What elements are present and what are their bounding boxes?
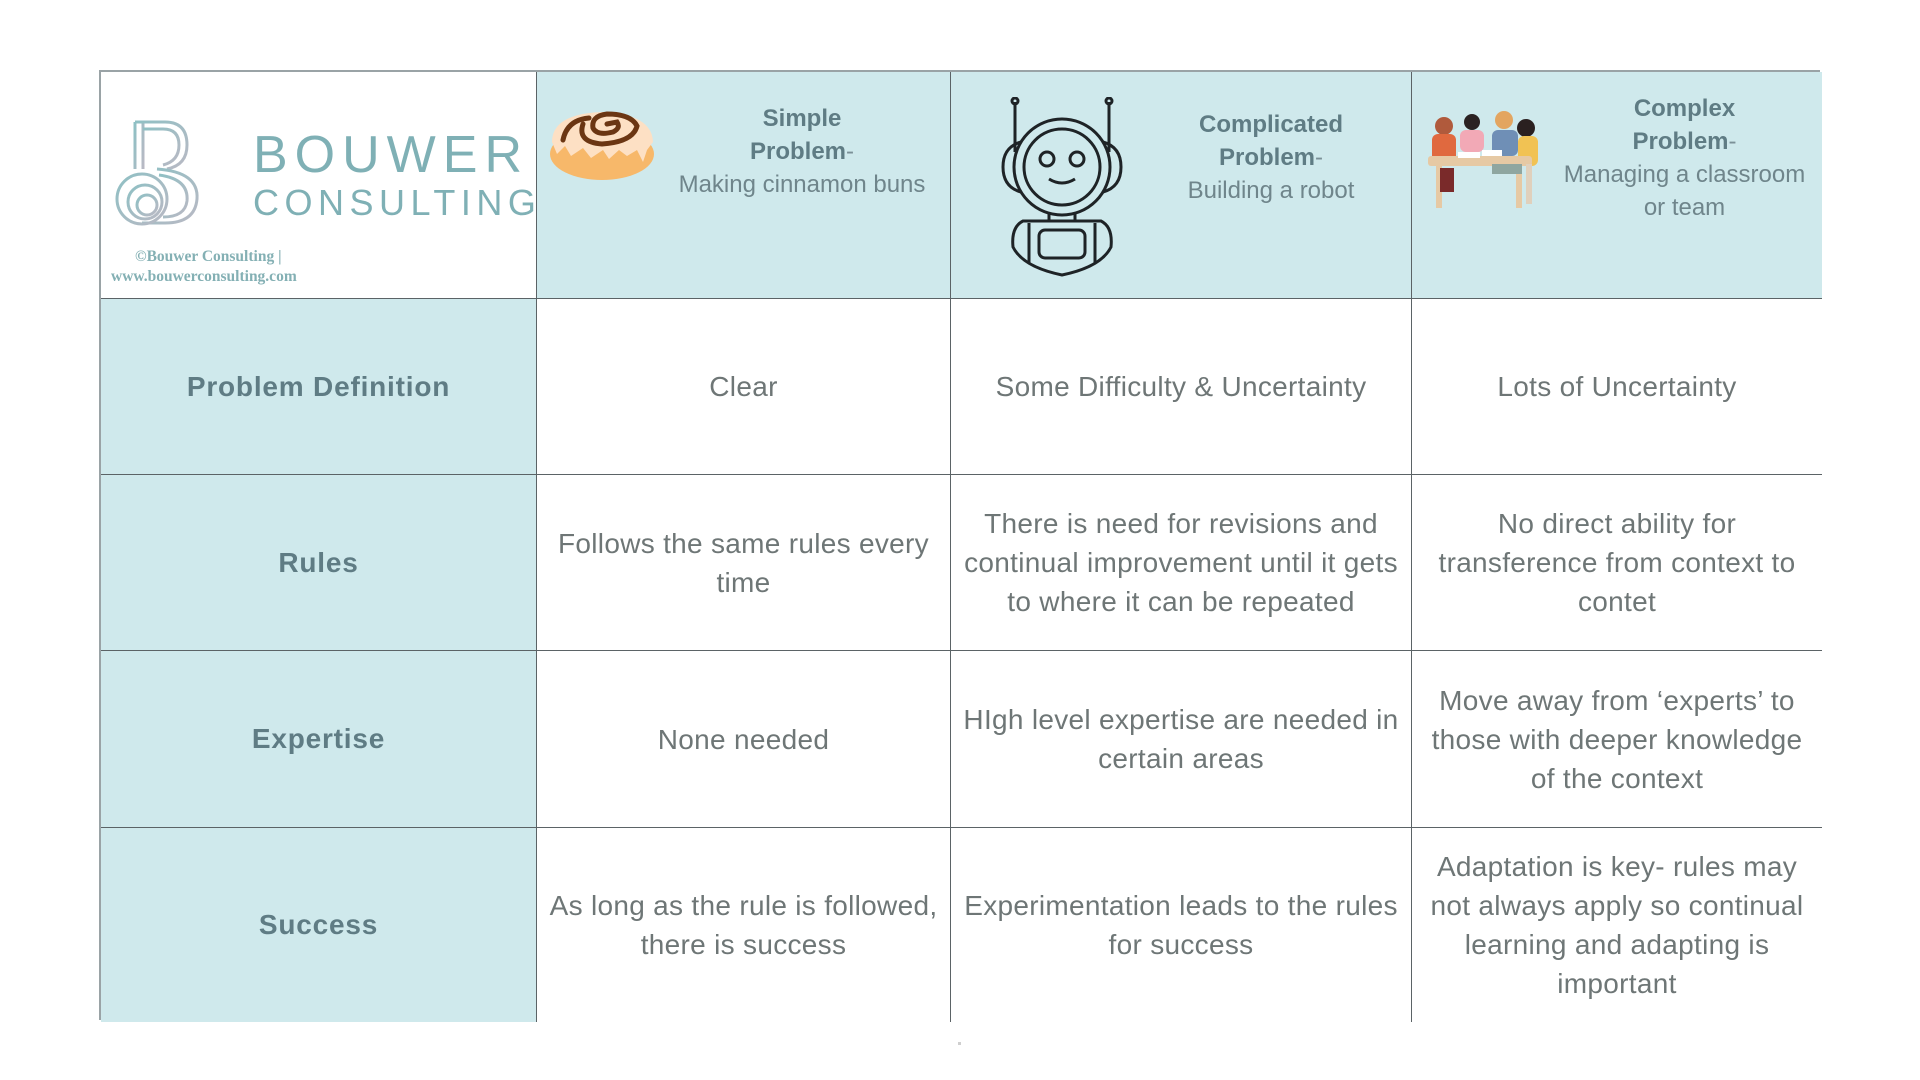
column-title: Complex	[1633, 95, 1736, 122]
logo-cell: BOUWER CONSULTING ©Bouwer Consulting | w…	[101, 72, 537, 299]
letter-b-swirl-logo-icon	[115, 120, 199, 226]
table-cell: HIgh level expertise are needed in certa…	[951, 651, 1412, 828]
footer-mark	[958, 1042, 961, 1045]
header-simple-text: Simple Problem- Making cinnamon buns	[657, 102, 947, 201]
title-dash: -	[1728, 128, 1737, 155]
column-subtitle: Making cinnamon buns	[678, 171, 926, 198]
column-title-line2: Problem-	[657, 135, 947, 168]
website-link[interactable]: www.bouwerconsulting.com	[111, 268, 297, 285]
table-cell: No direct ability for transference from …	[1412, 475, 1822, 651]
header-complicated-text: Complicated Problem- Building a robot	[1146, 108, 1396, 207]
table-cell: None needed	[537, 651, 951, 828]
row-label-problem-definition: Problem Definition	[101, 299, 537, 475]
logo-wordmark-consulting: CONSULTING	[253, 182, 542, 223]
row-label-expertise: Expertise	[101, 651, 537, 828]
column-title-line2: Problem-	[1146, 141, 1396, 174]
column-title-word: Problem	[749, 138, 847, 165]
column-subtitle: Building a robot	[1187, 177, 1355, 204]
problem-types-table: BOUWER CONSULTING ©Bouwer Consulting | w…	[99, 70, 1822, 1022]
column-title: Complicated	[1198, 111, 1344, 138]
column-title-line2: Problem-	[1547, 125, 1822, 158]
team-meeting-icon	[1428, 111, 1538, 208]
table-cell: As long as the rule is followed, there i…	[537, 828, 951, 1022]
row-label-success: Success	[101, 828, 537, 1022]
column-subtitle-line2: or team	[1643, 194, 1726, 221]
header-complex-text: Complex Problem- Managing a classroom or…	[1547, 92, 1822, 224]
header-simple-problem: Simple Problem- Making cinnamon buns	[537, 72, 951, 299]
copyright-line: ©Bouwer Consulting |	[135, 248, 282, 265]
table-cell: Experimentation leads to the rules for s…	[951, 828, 1412, 1022]
table-cell: Clear	[537, 299, 951, 475]
table-cell: Adaptation is key- rules may not always …	[1412, 828, 1822, 1022]
title-dash: -	[1315, 144, 1324, 171]
column-subtitle: Managing a classroom	[1563, 161, 1806, 188]
robot-icon	[1001, 97, 1123, 277]
table-cell: Lots of Uncertainty	[1412, 299, 1822, 475]
table-cell: There is need for revisions and continua…	[951, 475, 1412, 651]
table-cell: Some Difficulty & Uncertainty	[951, 299, 1412, 475]
copyright-text: ©Bouwer Consulting | www.bouwerconsultin…	[111, 247, 297, 287]
logo-wordmark-bouwer: BOUWER	[253, 126, 529, 184]
title-dash: -	[846, 138, 855, 165]
column-title: Simple	[762, 105, 842, 132]
header-complicated-problem: Complicated Problem- Building a robot	[951, 72, 1412, 299]
header-complex-problem: Complex Problem- Managing a classroom or…	[1412, 72, 1822, 299]
row-label-rules: Rules	[101, 475, 537, 651]
table-cell: Follows the same rules every time	[537, 475, 951, 651]
table-cell: Move away from ‘experts’ to those with d…	[1412, 651, 1822, 828]
cinnamon-bun-icon	[550, 111, 654, 180]
column-title-word: Problem	[1632, 128, 1729, 155]
column-title-word: Problem	[1218, 144, 1316, 171]
